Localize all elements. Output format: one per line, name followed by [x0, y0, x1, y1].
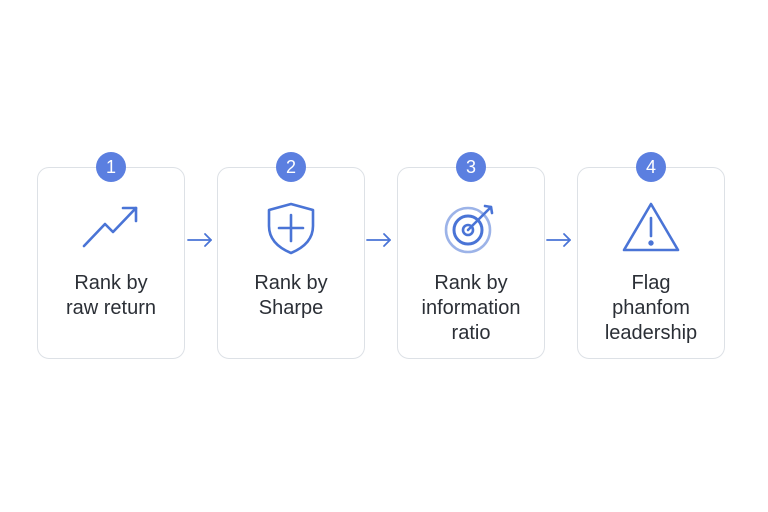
step-2-label: Rank by Sharpe	[217, 271, 365, 321]
step-1-label: Rank by raw return	[37, 271, 185, 321]
step-4-label-line-3: leadership	[604, 322, 698, 344]
step-1-label-line-1: Rank by	[74, 272, 148, 294]
step-2-number-badge: 2	[276, 152, 306, 182]
step-3-card	[397, 167, 545, 359]
target-icon	[441, 200, 501, 256]
step-1-label-line-2: raw return	[65, 297, 157, 319]
trending-up-icon	[81, 200, 141, 256]
step-3-label-line-3: ratio	[451, 322, 491, 344]
step-3-label-line-1: Rank by	[434, 272, 508, 294]
arrow-right-icon	[187, 230, 215, 250]
step-2-label-line-2: Sharpe	[258, 297, 324, 319]
step-4-label-line-2: phanfom	[612, 297, 690, 319]
arrow-right-icon	[546, 230, 574, 250]
step-3-label-line-2: information	[421, 297, 521, 319]
step-2-label-line-1: Rank by	[254, 272, 328, 294]
step-4-label-line-1: Flag	[631, 272, 671, 294]
warning-triangle-icon	[621, 200, 681, 256]
step-1-card	[37, 167, 185, 359]
step-3-label: Rank by information ratio	[397, 271, 545, 346]
step-3-number-badge: 3	[456, 152, 486, 182]
step-1-number-badge: 1	[96, 152, 126, 182]
step-4-number-badge: 4	[636, 152, 666, 182]
step-2-card	[217, 167, 365, 359]
arrow-right-icon	[366, 230, 394, 250]
step-4-label: Flag phanfom leadership	[577, 271, 725, 346]
shield-plus-icon	[261, 200, 321, 256]
